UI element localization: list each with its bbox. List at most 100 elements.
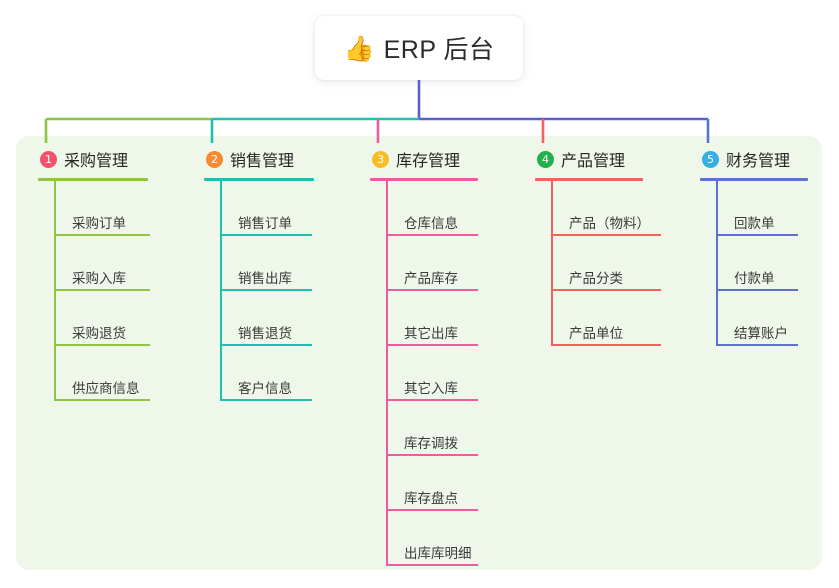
column-采购管理: 1 采购管理采购订单采购入库采购退货供应商信息 (38, 146, 150, 401)
list-item[interactable]: 其它入库 (386, 346, 482, 401)
list-item[interactable]: 产品（物料） (551, 181, 661, 236)
list-item[interactable]: 采购退货 (54, 291, 150, 346)
badge-number-icon: 4 (537, 150, 554, 168)
list-item-underline (386, 509, 478, 511)
list-item-label: 结算账户 (734, 326, 788, 341)
list-item[interactable]: 销售订单 (220, 181, 314, 236)
column-title: 财务管理 (726, 153, 791, 170)
list-item-underline (551, 289, 661, 291)
list-item-label: 出库库明细 (404, 546, 472, 561)
list-item[interactable]: 回款单 (716, 181, 808, 236)
list-item[interactable]: 库存盘点 (386, 456, 482, 511)
list-item-label: 销售退货 (238, 326, 292, 341)
list-item-label: 销售出库 (238, 271, 292, 286)
list-item-label: 产品单位 (569, 326, 623, 341)
thumbs-up-icon: 👍 (343, 33, 375, 63)
column-header-1[interactable]: 1 采购管理 (38, 146, 150, 172)
list-item-label: 其它出库 (404, 326, 458, 341)
column-header-2[interactable]: 2 销售管理 (204, 146, 314, 172)
column-header-underline (204, 178, 314, 181)
list-item[interactable]: 采购订单 (54, 181, 150, 236)
list-item-underline (716, 344, 798, 346)
list-item-label: 供应商信息 (72, 381, 140, 396)
column-vertical-rail (386, 181, 388, 566)
list-item-label: 回款单 (734, 216, 775, 231)
list-item-underline (54, 344, 150, 346)
badge-number-icon: 3 (372, 150, 389, 168)
list-item-underline (551, 344, 661, 346)
list-item-underline (386, 454, 478, 456)
list-item[interactable]: 付款单 (716, 236, 808, 291)
list-item-underline (386, 564, 478, 566)
list-item-label: 采购入库 (72, 271, 126, 286)
column-items: 采购订单采购入库采购退货供应商信息 (38, 181, 150, 401)
badge-number-icon: 5 (702, 150, 719, 168)
list-item-label: 产品分类 (569, 271, 623, 286)
list-item[interactable]: 销售出库 (220, 236, 314, 291)
list-item-underline (386, 344, 478, 346)
list-item-label: 客户信息 (238, 381, 292, 396)
list-item[interactable]: 产品分类 (551, 236, 661, 291)
root-node-label: ERP 后台 (383, 36, 495, 64)
column-items: 产品（物料） 产品分类产品单位 (535, 181, 661, 346)
list-item-underline (54, 399, 150, 401)
list-item-underline (716, 234, 798, 236)
column-财务管理: 5 财务管理回款单付款单结算账户 (700, 146, 808, 346)
column-header-underline (38, 178, 148, 181)
list-item-underline (220, 399, 312, 401)
column-title: 库存管理 (396, 153, 461, 170)
column-header-underline (700, 178, 808, 181)
column-items: 销售订单销售出库销售退货客户信息 (204, 181, 314, 401)
column-header-3[interactable]: 3 库存管理 (370, 146, 482, 172)
column-vertical-rail (551, 181, 553, 346)
list-item-label: 其它入库 (404, 381, 458, 396)
list-item-underline (716, 289, 798, 291)
list-item-label: 产品（物料） (569, 216, 650, 231)
list-item-underline (386, 289, 478, 291)
list-item-underline (386, 399, 478, 401)
list-item-label: 仓库信息 (404, 216, 458, 231)
column-items: 仓库信息产品库存其它出库其它入库库存调拨库存盘点出库库明细 (370, 181, 482, 566)
column-库存管理: 3 库存管理仓库信息产品库存其它出库其它入库库存调拨库存盘点出库库明细 (370, 146, 482, 566)
list-item-underline (54, 289, 150, 291)
root-node-erp-backend[interactable]: 👍 ERP 后台 (315, 16, 523, 80)
list-item[interactable]: 供应商信息 (54, 346, 150, 401)
list-item[interactable]: 出库库明细 (386, 511, 482, 566)
list-item[interactable]: 产品库存 (386, 236, 482, 291)
list-item-label: 产品库存 (404, 271, 458, 286)
column-title: 采购管理 (64, 153, 129, 170)
list-item[interactable]: 结算账户 (716, 291, 808, 346)
column-销售管理: 2 销售管理销售订单销售出库销售退货客户信息 (204, 146, 314, 401)
column-header-5[interactable]: 5 财务管理 (700, 146, 808, 172)
list-item[interactable]: 库存调拨 (386, 401, 482, 456)
diagram-canvas (16, 136, 822, 570)
list-item[interactable]: 其它出库 (386, 291, 482, 346)
list-item-underline (220, 289, 312, 291)
list-item-label: 采购订单 (72, 216, 126, 231)
list-item-label: 销售订单 (238, 216, 292, 231)
column-vertical-rail (54, 181, 56, 401)
list-item-label: 库存盘点 (404, 491, 458, 506)
list-item-underline (220, 344, 312, 346)
list-item[interactable]: 产品单位 (551, 291, 661, 346)
list-item-underline (386, 234, 478, 236)
list-item-underline (551, 234, 661, 236)
list-item-label: 采购退货 (72, 326, 126, 341)
column-vertical-rail (220, 181, 222, 401)
badge-number-icon: 2 (206, 150, 223, 168)
list-item-underline (220, 234, 312, 236)
list-item[interactable]: 采购入库 (54, 236, 150, 291)
list-item-underline (54, 234, 150, 236)
column-header-underline (535, 178, 643, 181)
list-item[interactable]: 客户信息 (220, 346, 314, 401)
list-item-label: 付款单 (734, 271, 775, 286)
badge-number-icon: 1 (40, 150, 57, 168)
list-item[interactable]: 销售退货 (220, 291, 314, 346)
list-item[interactable]: 仓库信息 (386, 181, 482, 236)
column-header-underline (370, 178, 478, 181)
list-item-label: 库存调拨 (404, 436, 458, 451)
column-title: 销售管理 (230, 153, 295, 170)
